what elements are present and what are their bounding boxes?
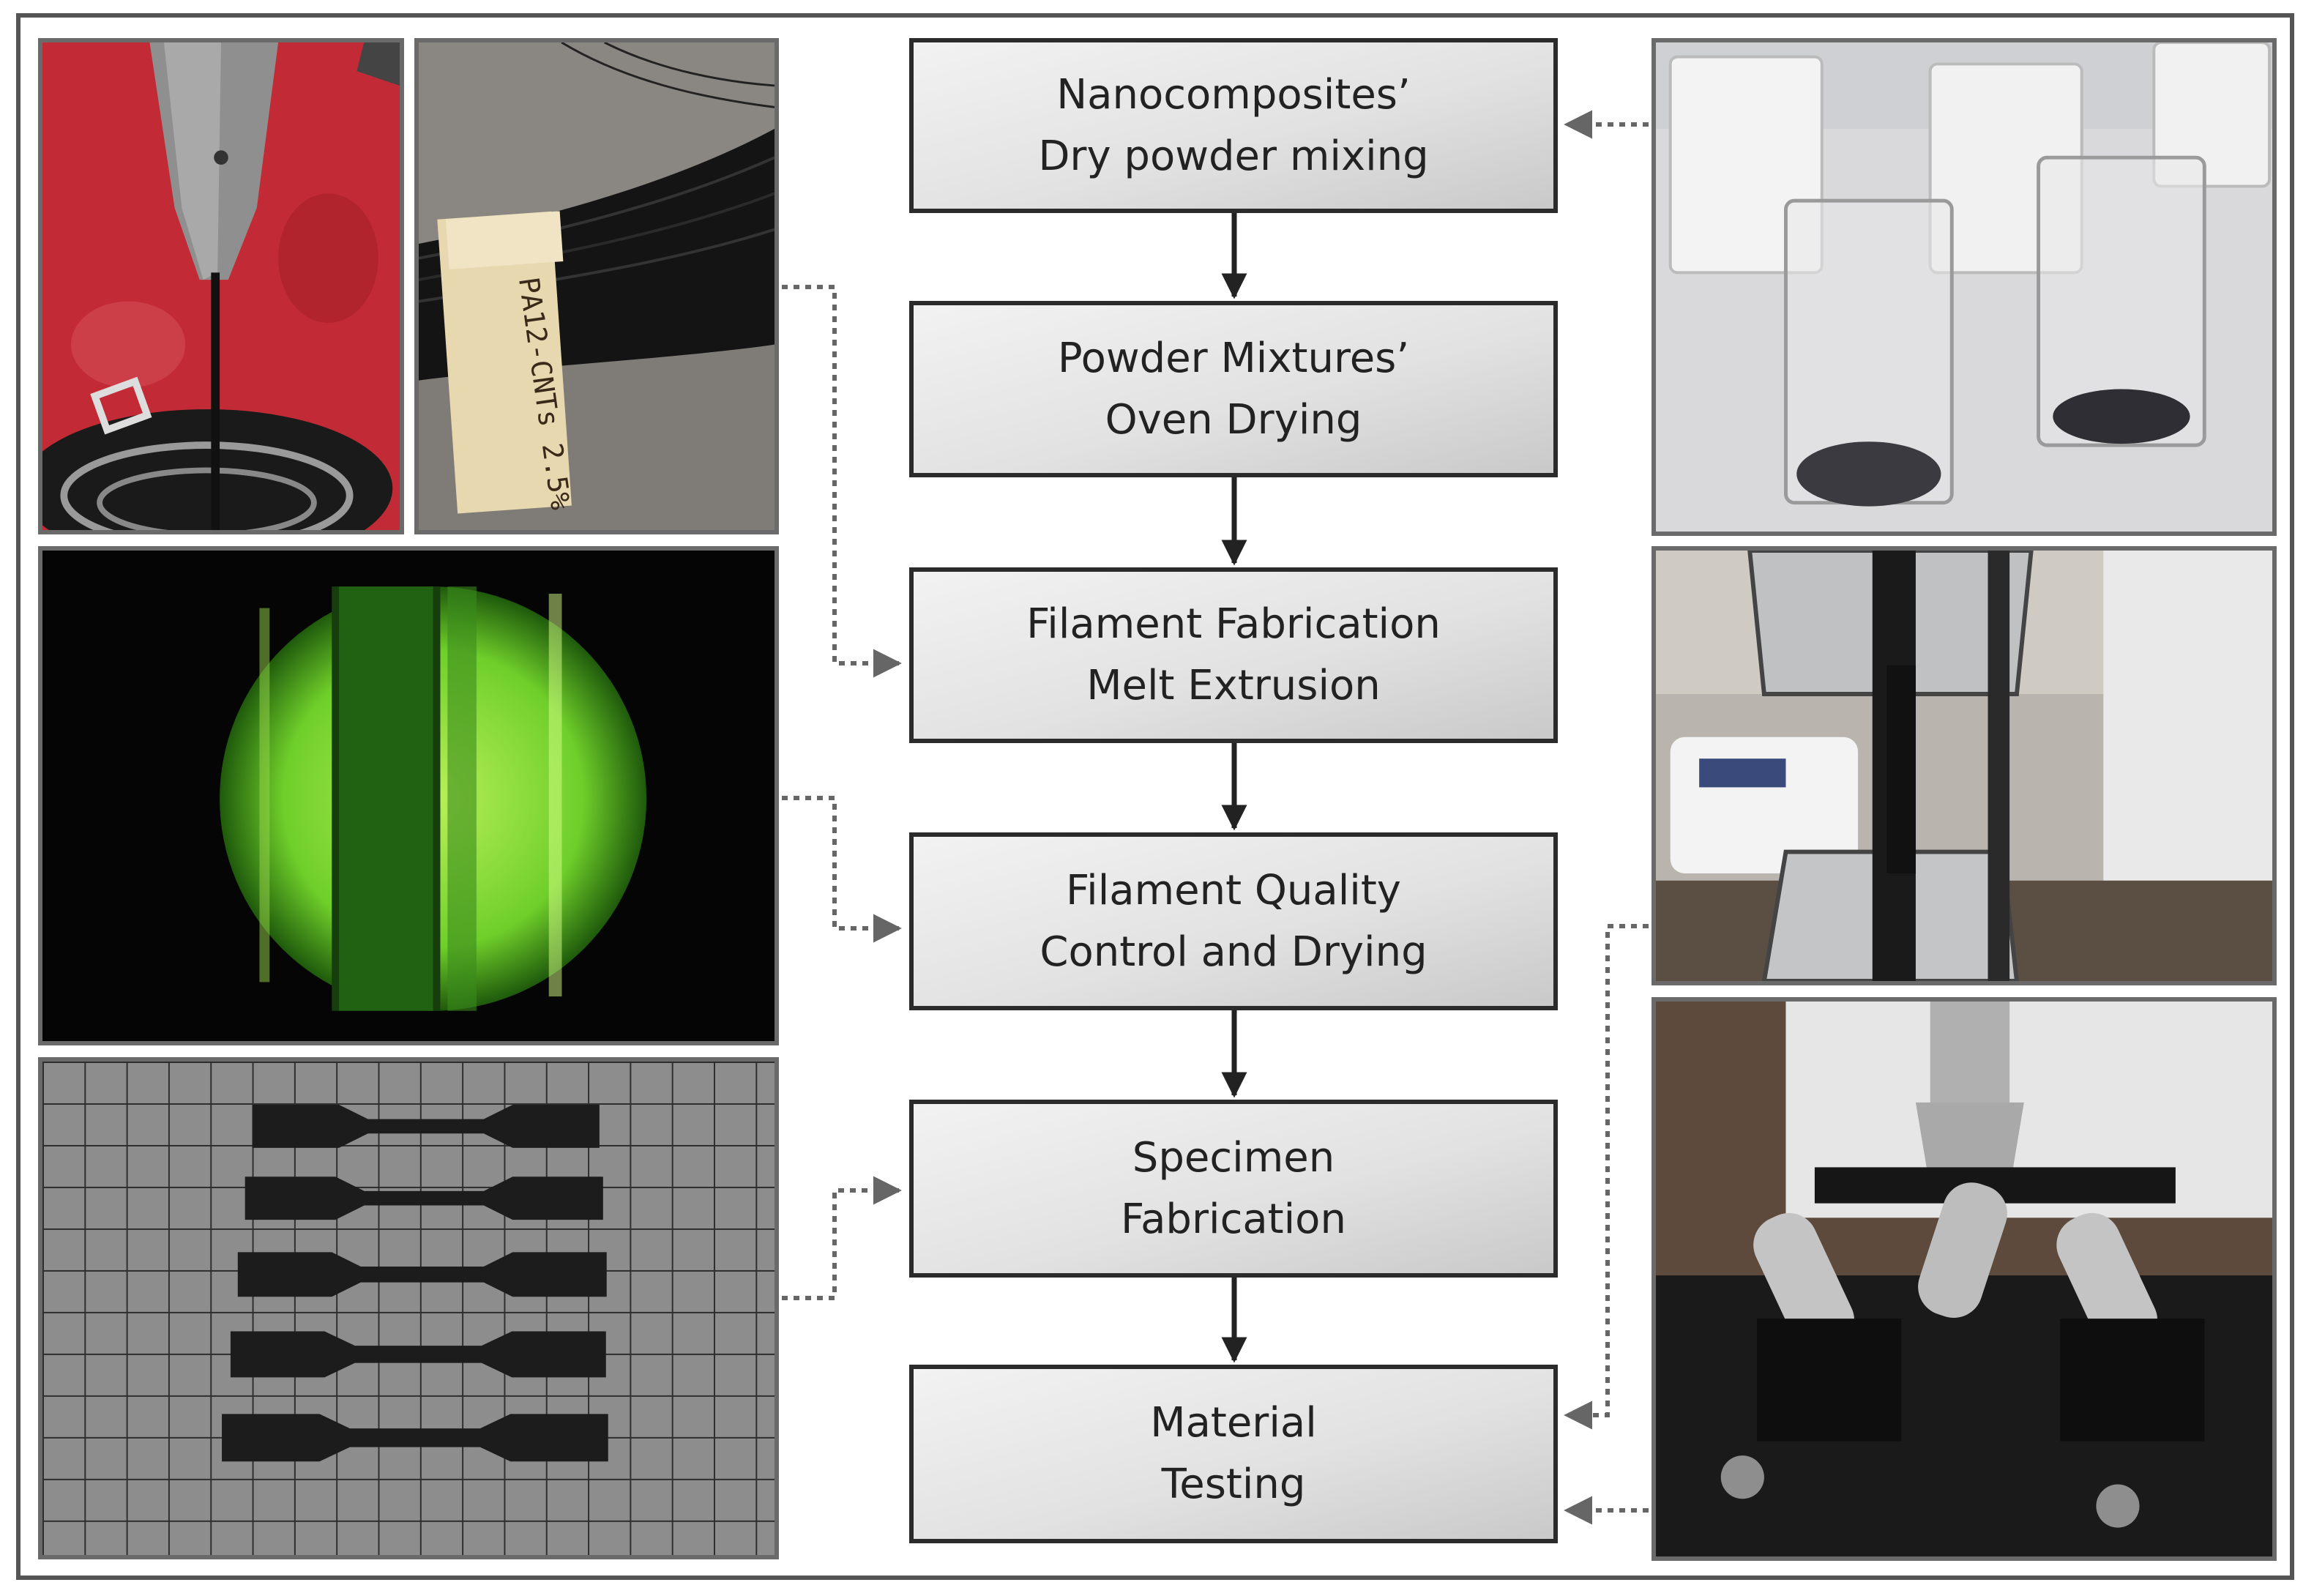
step-line: Fabrication [1121,1195,1346,1243]
photo-microscope-filament [38,546,779,1045]
photo-powder-beakers [1651,38,2277,536]
photo-bending-test [1651,997,2277,1561]
step-oven-drying: Powder Mixtures’ Oven Drying [909,301,1558,477]
step-line: Nanocomposites’ [1056,70,1411,119]
step-line: Material [1150,1399,1317,1447]
step-line: Melt Extrusion [1086,662,1381,709]
photo-printed-specimens [38,1057,779,1559]
step-line: Dry powder mixing [1038,132,1429,180]
step-line: Filament Fabrication [1026,600,1441,648]
step-line: Testing [1161,1461,1306,1508]
photo-extruder-nozzle [38,38,404,534]
step-line: Filament Quality [1066,866,1401,914]
step-dry-powder-mixing: Nanocomposites’ Dry powder mixing [909,38,1558,213]
step-line: Control and Drying [1040,928,1427,976]
photo-filament-spool [414,38,779,534]
step-line: Specimen [1132,1133,1335,1182]
photo-tensile-test [1651,546,2277,985]
step-line: Oven Drying [1105,395,1362,444]
step-line: Powder Mixtures’ [1057,334,1410,382]
